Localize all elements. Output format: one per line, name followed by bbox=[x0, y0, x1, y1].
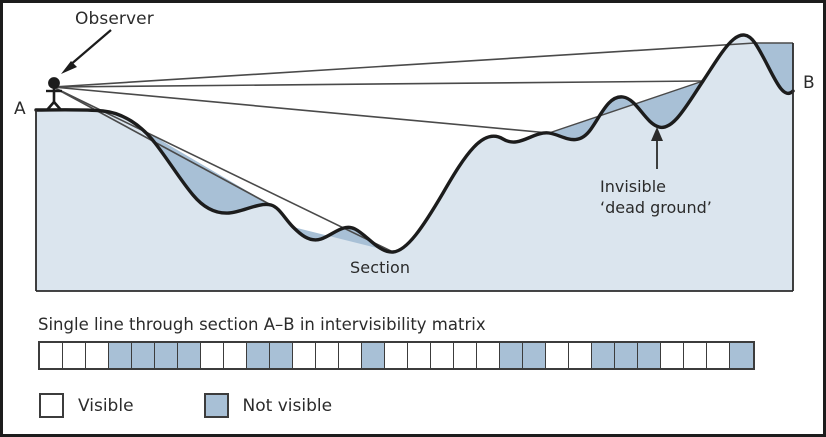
intervisibility-matrix-row bbox=[38, 341, 755, 370]
sight-line-near-b bbox=[52, 86, 394, 253]
matrix-cell-visible bbox=[339, 343, 362, 368]
dead-ground-region-4 bbox=[755, 43, 793, 94]
matrix-cell-not-visible bbox=[132, 343, 155, 368]
matrix-cell-not-visible bbox=[247, 343, 270, 368]
point-b-label: B bbox=[803, 73, 815, 93]
legend-label-not-visible: Not visible bbox=[242, 395, 333, 416]
legend-label-visible: Visible bbox=[78, 395, 134, 416]
dead-ground-label: Invisible ‘dead ground’ bbox=[600, 177, 712, 217]
matrix-cell-visible bbox=[408, 343, 431, 368]
observer-pointer-arrow bbox=[61, 29, 112, 74]
legend-item-not-visible: Not visible bbox=[203, 393, 333, 418]
matrix-caption: Single line through section A–B in inter… bbox=[38, 315, 486, 334]
dead-ground-region-3 bbox=[549, 81, 703, 140]
matrix-cell-visible bbox=[431, 343, 454, 368]
matrix-cell-not-visible bbox=[109, 343, 132, 368]
matrix-cell-visible bbox=[201, 343, 224, 368]
matrix-cell-visible bbox=[707, 343, 730, 368]
legend: Visible Not visible bbox=[39, 393, 332, 418]
matrix-cell-not-visible bbox=[638, 343, 661, 368]
matrix-cell-visible bbox=[477, 343, 500, 368]
matrix-cell-visible bbox=[569, 343, 592, 368]
matrix-cell-visible bbox=[293, 343, 316, 368]
dead-ground-pointer-arrow bbox=[651, 127, 663, 169]
matrix-cell-visible bbox=[385, 343, 408, 368]
observer-figure bbox=[46, 77, 62, 111]
matrix-cell-visible bbox=[316, 343, 339, 368]
terrain-fill bbox=[36, 35, 793, 291]
matrix-cell-not-visible bbox=[592, 343, 615, 368]
matrix-cell-not-visible bbox=[500, 343, 523, 368]
observer-head bbox=[48, 77, 60, 89]
point-a-label: A bbox=[14, 99, 26, 119]
matrix-cell-visible bbox=[661, 343, 684, 368]
legend-item-visible: Visible bbox=[39, 393, 134, 418]
terrain-cross-section-diagram bbox=[34, 29, 795, 292]
sight-line-low bbox=[52, 86, 550, 134]
sight-line-mid bbox=[52, 80, 704, 88]
matrix-cell-not-visible bbox=[730, 343, 753, 368]
matrix-cell-not-visible bbox=[523, 343, 546, 368]
dead-ground-region-2 bbox=[293, 227, 393, 253]
matrix-cell-not-visible bbox=[155, 343, 178, 368]
matrix-cell-visible bbox=[684, 343, 707, 368]
matrix-cell-visible bbox=[40, 343, 63, 368]
matrix-cell-not-visible bbox=[615, 343, 638, 368]
matrix-cell-visible bbox=[86, 343, 109, 368]
sight-lines bbox=[52, 42, 756, 253]
observer-leg-left bbox=[46, 101, 55, 111]
section-label: Section bbox=[350, 258, 411, 277]
matrix-cell-visible bbox=[224, 343, 247, 368]
terrain-profile-line bbox=[34, 33, 795, 254]
section-box-edges bbox=[35, 43, 794, 292]
observer-label: Observer bbox=[75, 9, 154, 29]
matrix-cell-not-visible bbox=[178, 343, 201, 368]
legend-swatch-visible bbox=[39, 393, 64, 418]
matrix-cell-visible bbox=[546, 343, 569, 368]
sight-line-horizon bbox=[52, 42, 756, 88]
matrix-cell-visible bbox=[63, 343, 86, 368]
sight-line-near-a bbox=[52, 86, 272, 206]
matrix-cell-not-visible bbox=[270, 343, 293, 368]
legend-swatch-not-visible bbox=[203, 393, 229, 418]
dead-ground-tangents bbox=[548, 42, 793, 134]
matrix-cell-not-visible bbox=[362, 343, 385, 368]
observer-leg-right bbox=[53, 101, 62, 111]
matrix-cell-visible bbox=[454, 343, 477, 368]
